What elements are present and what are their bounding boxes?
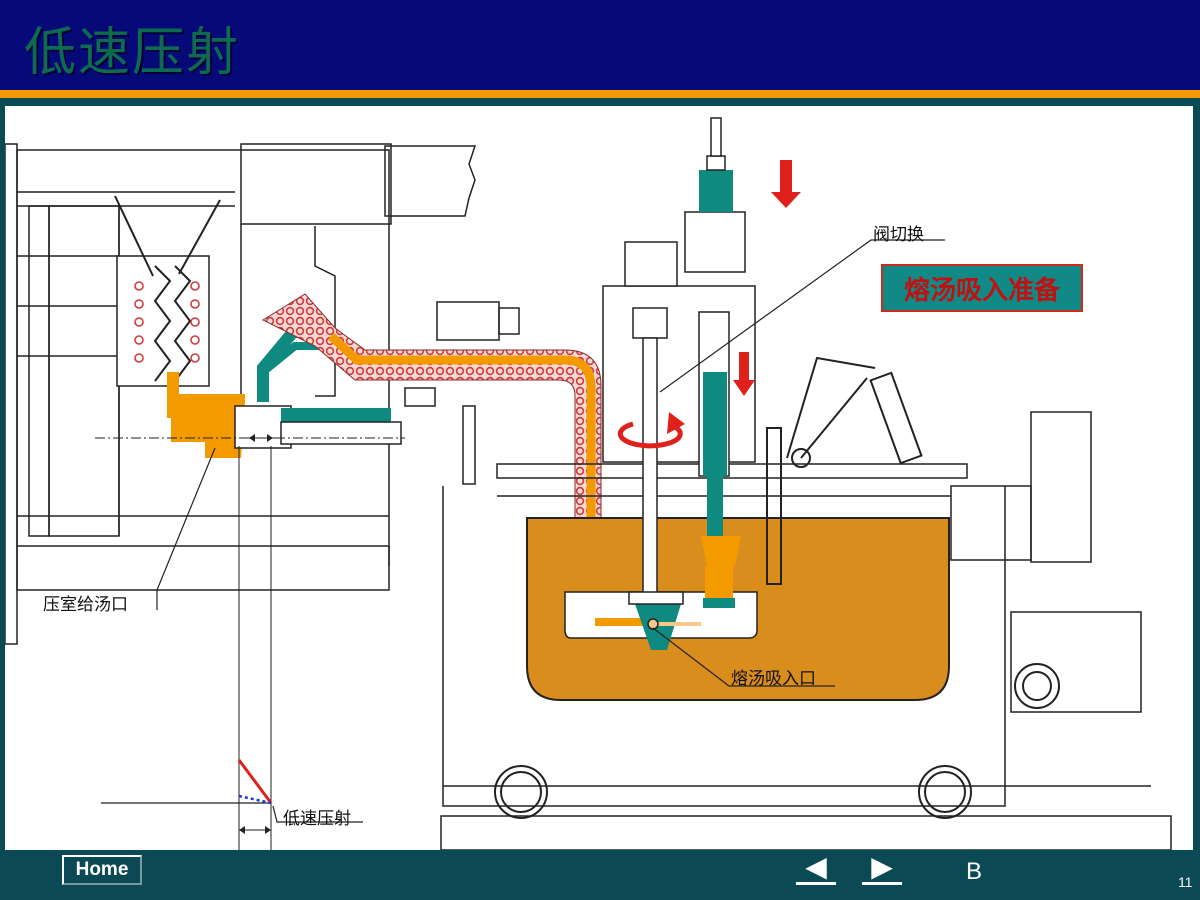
- label-melt-intake: 熔汤吸入口: [731, 669, 816, 689]
- timing-lines: [101, 446, 273, 850]
- diagram-canvas: 阀切换 压室给汤口 熔汤吸入口 低速压射 熔汤吸入准备: [5, 106, 1193, 850]
- die-heater-plates: [114, 195, 221, 387]
- heated-delivery-tube: [261, 293, 602, 618]
- footer-bar: Home ◀ ▶ B 11: [0, 850, 1200, 900]
- state-text: 熔汤吸入准备: [903, 275, 1060, 306]
- die-casting-machine-diagram: [5, 117, 1172, 850]
- furnace-body: [440, 411, 1172, 850]
- label-valve-switch: 阀切换: [873, 225, 924, 245]
- state-box: 熔汤吸入准备: [881, 264, 1083, 312]
- label-chamber-feed: 压室给汤口: [43, 595, 128, 615]
- title-bar: 低速压射: [0, 0, 1200, 90]
- page-number: 11: [1178, 874, 1193, 890]
- furnace-wheels: [494, 663, 1060, 819]
- down-arrow-icon: [771, 160, 801, 208]
- section-letter: B: [966, 858, 983, 885]
- previous-slide-icon[interactable]: ◀: [796, 852, 836, 885]
- next-slide-icon[interactable]: ▶: [862, 852, 902, 885]
- slide-title: 低速压射: [24, 23, 241, 83]
- die-frame: [5, 143, 477, 645]
- label-low-speed: 低速压射: [283, 809, 351, 829]
- leader-lines: [156, 239, 945, 823]
- motor-block: [404, 301, 520, 485]
- home-button[interactable]: Home: [62, 855, 142, 885]
- title-underline-orange: [0, 90, 1200, 98]
- valve-lever: [766, 356, 923, 585]
- shot-chamber: [95, 372, 405, 458]
- rotation-arrow-icon: [617, 412, 685, 449]
- title-underline-teal: [0, 98, 1200, 106]
- plunger-down-arrow-icon: [733, 352, 755, 396]
